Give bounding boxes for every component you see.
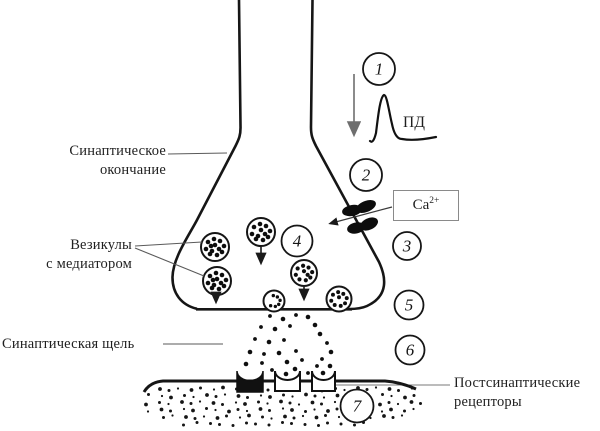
step-circle-2: 2 [349, 158, 383, 192]
vesicles-pointer-upper [134, 241, 203, 247]
step-number-5: 5 [405, 296, 414, 315]
receptor-filled [236, 370, 264, 393]
step-circle-6: 6 [394, 334, 426, 366]
step-number-2: 2 [362, 166, 371, 185]
vesicles-pointer-lower [134, 247, 205, 277]
step-number-1: 1 [375, 60, 384, 79]
synaptic-ending-pointer [167, 152, 228, 155]
label-postsynaptic-receptors: Постсинаптические рецепторы [454, 374, 599, 412]
calcium-label-box: Ca2+ [393, 190, 459, 221]
step-number-6: 6 [406, 341, 415, 360]
label-vesicles-line1: Везикулы [70, 237, 132, 253]
label-synaptic-ending-line1: Синаптическое [69, 143, 166, 159]
label-synaptic-ending: Синаптическое окончание [38, 142, 166, 179]
receptor-open-1 [274, 370, 301, 392]
receptor-open-2 [311, 370, 336, 392]
vesicle [202, 266, 232, 296]
vesicle [246, 217, 276, 247]
vesicle [325, 285, 353, 313]
vesicle [262, 289, 286, 313]
label-vesicles: Везикулы с медиатором [20, 236, 132, 273]
label-receptors-line2: рецепторы [454, 394, 522, 410]
label-receptors-line1: Постсинаптические [454, 375, 581, 391]
label-pointer-lines [134, 152, 228, 345]
step-number-4: 4 [293, 232, 302, 251]
step-number-7: 7 [353, 397, 363, 416]
terminal-outline-right [309, 0, 386, 311]
vesicle [200, 232, 230, 262]
label-synaptic-ending-line2: окончание [99, 161, 166, 178]
label-vesicles-line2: с медиатором [46, 255, 132, 272]
terminal-outline-left [171, 0, 242, 311]
action-potential-curve [368, 93, 438, 143]
label-synaptic-cleft: Синаптическая щель [2, 335, 172, 354]
vesicle [290, 259, 318, 287]
step-circle-5: 5 [393, 289, 425, 321]
step-circle-4: 4 [280, 224, 314, 258]
label-synaptic-cleft-text: Синаптическая щель [2, 336, 135, 352]
label-action-potential: ПД [403, 114, 425, 133]
step-circle-3: 3 [392, 231, 422, 261]
calcium-channel-icon [342, 200, 378, 234]
calcium-entry-arrow [328, 206, 393, 226]
label-pd-text: ПД [403, 114, 426, 131]
vesicles-group [200, 217, 353, 313]
step-circle-1: 1 [362, 52, 396, 86]
step-circle-7: 7 [339, 388, 375, 424]
transmitter-dots [243, 313, 334, 377]
step-number-3: 3 [402, 237, 412, 256]
calcium-label: Ca2+ [412, 196, 440, 213]
